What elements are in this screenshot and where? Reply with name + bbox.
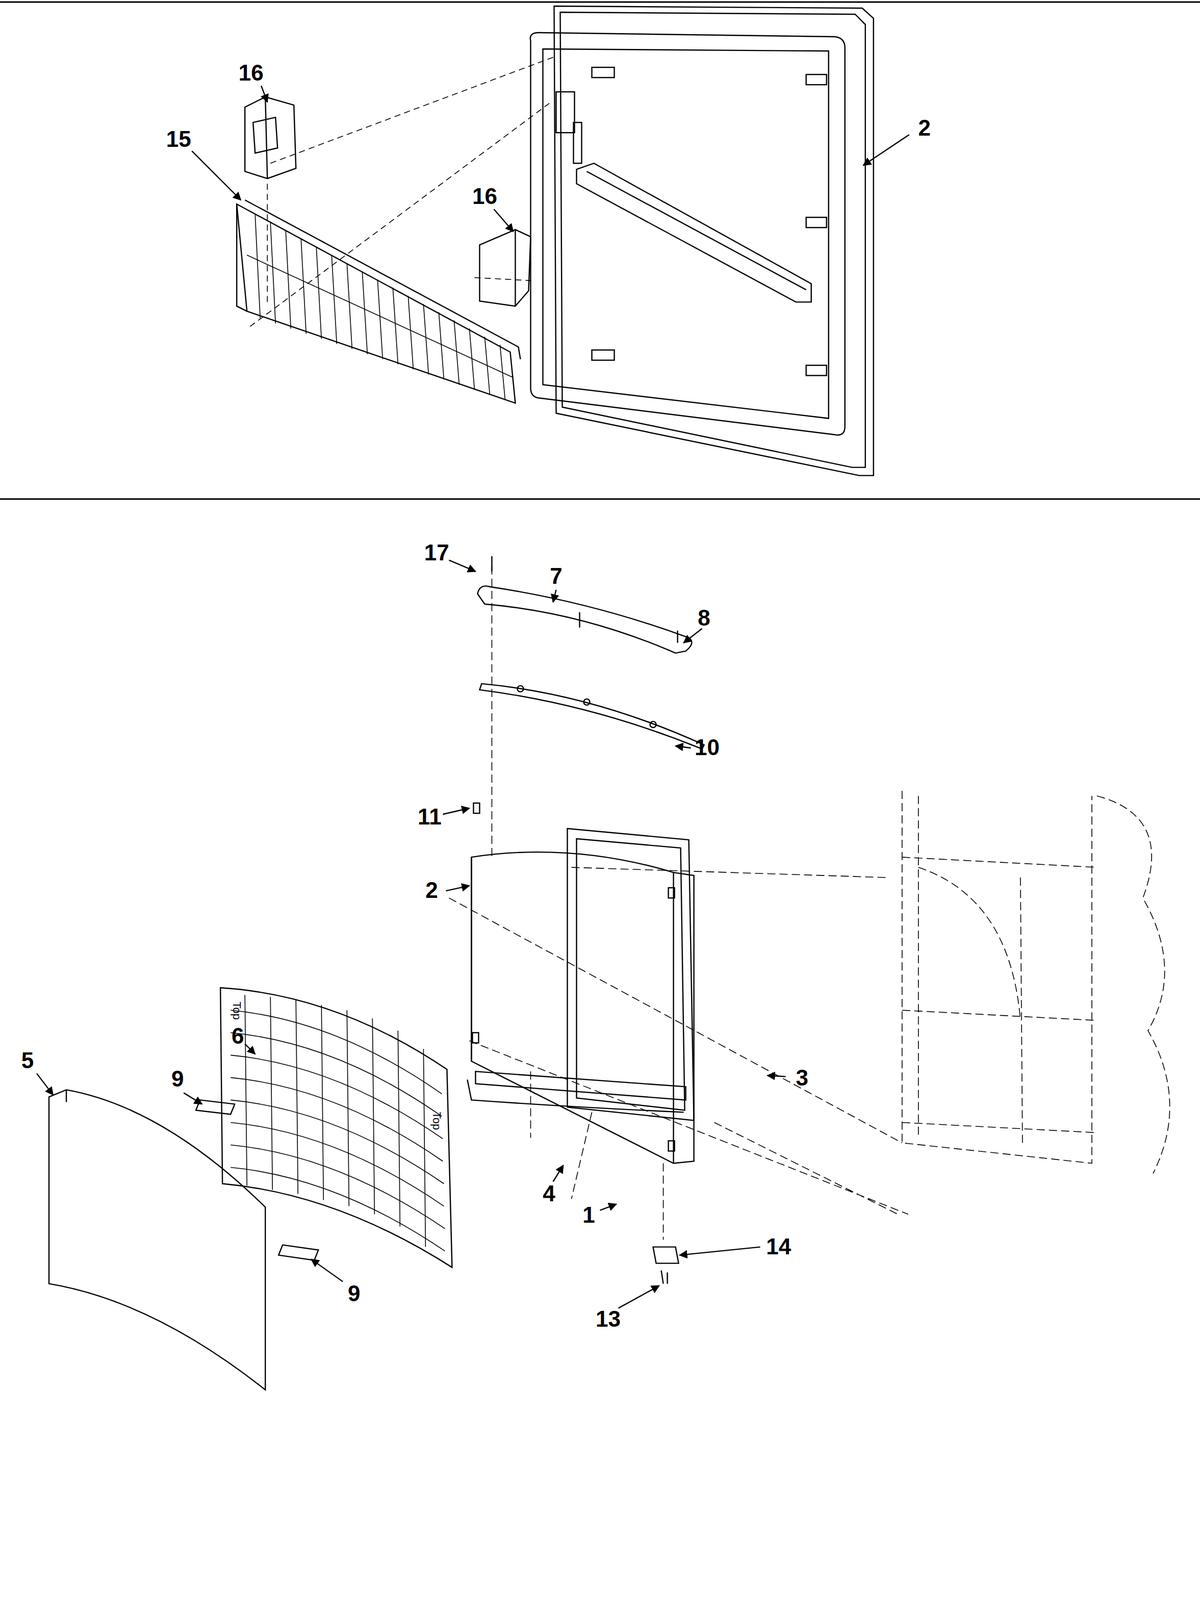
callout-number: 9 [171, 1068, 185, 1091]
callout-number: 14 [766, 1236, 791, 1259]
callout-number: 9 [347, 1283, 361, 1306]
callout-number: 2 [918, 117, 932, 140]
callout-number: 10 [694, 736, 720, 760]
panel-marking: Top [430, 1111, 443, 1131]
callout-number: 7 [549, 565, 563, 589]
callout-number: 6 [231, 1025, 245, 1049]
panel-marking: Top [231, 1001, 243, 1020]
callout-number: 17 [424, 542, 450, 565]
callout-number: 16 [238, 62, 264, 85]
callout-number: 16 [472, 185, 498, 209]
callout-number: 8 [697, 607, 711, 630]
callout-number: 1 [582, 1204, 596, 1228]
callout-number: 3 [795, 1067, 809, 1090]
callout-number: 13 [595, 1308, 621, 1332]
callout-number: 5 [21, 1050, 35, 1073]
callout-number: 11 [417, 806, 442, 829]
callout-number: 4 [542, 1183, 556, 1206]
callout-number: 15 [166, 128, 192, 151]
callout-number: 2 [425, 879, 439, 903]
